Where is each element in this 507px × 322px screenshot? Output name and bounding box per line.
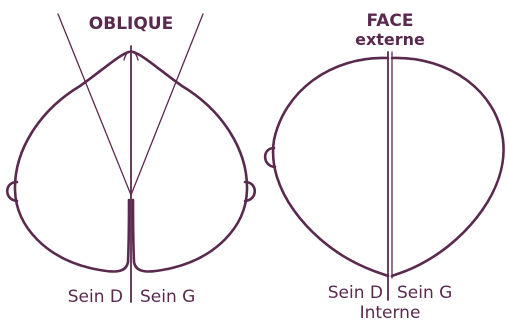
face-breast-left-outline <box>392 58 504 276</box>
oblique-label-sein-g: Sein G <box>140 287 195 307</box>
oblique-view: OBLIQUE Sein D Sein G <box>7 14 255 307</box>
oblique-projection-line-left <box>58 14 131 195</box>
face-top-label: externe <box>355 30 425 49</box>
oblique-label-sein-d: Sein D <box>68 287 123 307</box>
face-view: FACE externe Sein D Sein G Interne <box>265 11 503 322</box>
oblique-title: OBLIQUE <box>89 14 173 34</box>
face-label-sein-g: Sein G <box>397 283 452 303</box>
face-bottom-label: Interne <box>360 303 421 322</box>
face-breast-right-outline <box>273 58 388 276</box>
oblique-breast-right-outline <box>15 52 129 272</box>
face-title: FACE <box>367 11 414 31</box>
oblique-projection-line-right <box>131 14 203 195</box>
oblique-breast-left-outline <box>133 52 247 272</box>
face-label-sein-d: Sein D <box>328 283 383 303</box>
